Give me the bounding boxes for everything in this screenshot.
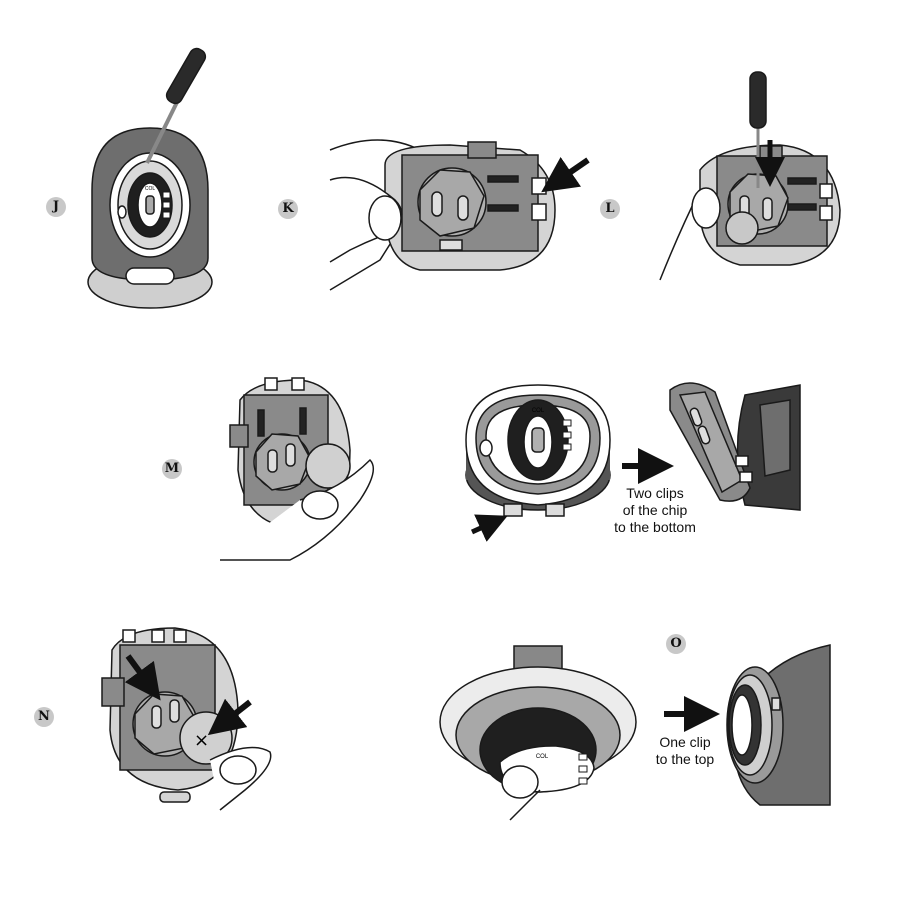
top-clip-caption: One clip to the top xyxy=(645,734,725,768)
step-n-illustration xyxy=(101,627,272,811)
step-label-k: K xyxy=(278,199,298,219)
step-j-illustration xyxy=(87,47,213,309)
top-clip-caption-line-1: One clip xyxy=(659,734,711,750)
battery-remove-x-mark: × xyxy=(194,730,209,751)
front-view-device-label: COL xyxy=(536,754,549,760)
bottom-clips-caption: Two clips of the chip to the bottom xyxy=(600,485,710,536)
bottom-clips-caption-line-2: of the chip xyxy=(622,502,688,518)
step-label-m: M xyxy=(162,459,182,479)
step-n-arrow-chip xyxy=(124,654,161,701)
bottom-clips-caption-line-1: Two clips xyxy=(626,485,684,501)
device-bottom-view xyxy=(465,384,611,517)
step-k-arrow xyxy=(541,156,590,193)
step-label-l: L xyxy=(600,199,620,219)
step-j-device-label: COL xyxy=(145,186,156,192)
step-k-illustration xyxy=(329,139,556,291)
top-clip-caption-line-2: to the top xyxy=(655,751,715,767)
bottom-clips-caption-line-3: to the bottom xyxy=(614,519,696,535)
step-l-illustration xyxy=(659,71,841,281)
step-label-j: J xyxy=(46,197,66,217)
bottom-clip-arrow xyxy=(470,514,508,542)
step-label-o: O xyxy=(666,634,686,654)
step-m-illustration xyxy=(220,377,375,561)
step-label-n: N xyxy=(34,707,54,727)
bottom-view-device-label: COL xyxy=(532,408,545,414)
step-o-front-view xyxy=(439,645,637,821)
chip-insert-side-view xyxy=(669,382,801,511)
step-o-side-closeup xyxy=(726,644,831,806)
step-n-arrow-battery xyxy=(207,698,252,736)
